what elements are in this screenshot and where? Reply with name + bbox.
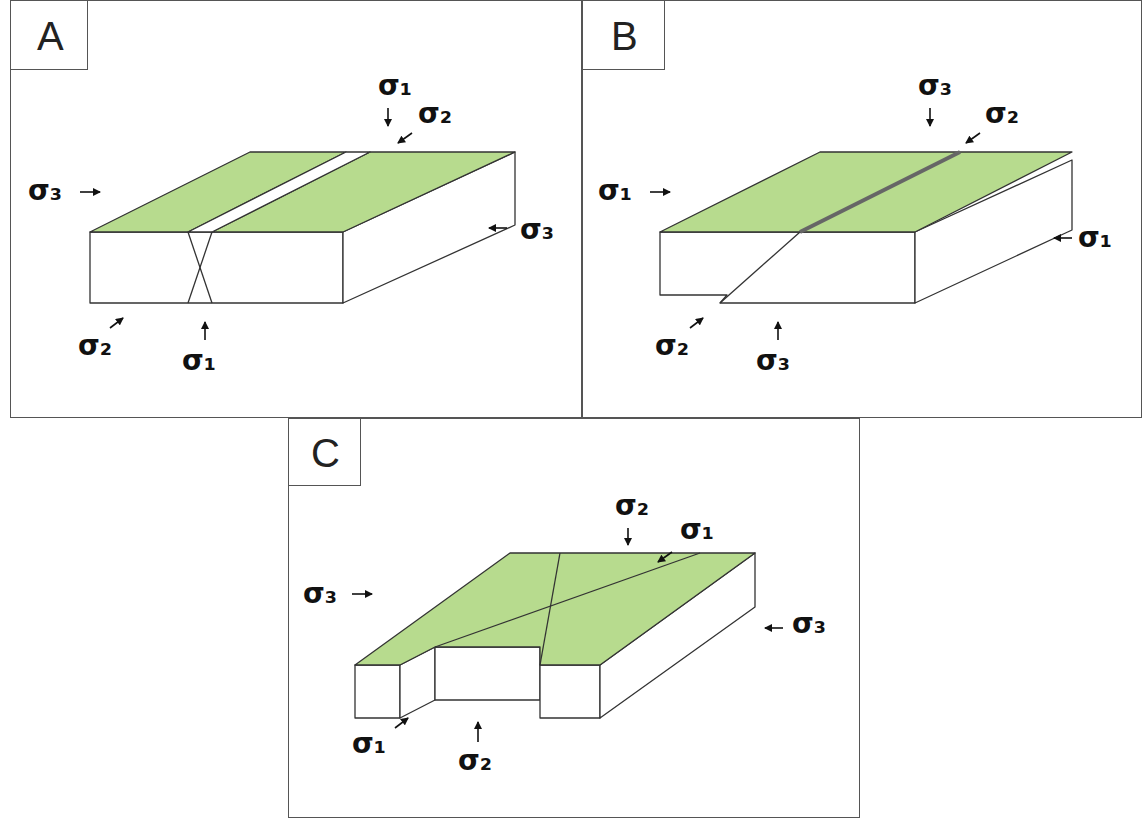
panel-letter-box: B: [582, 0, 665, 70]
panel-letter: C: [311, 433, 360, 473]
stress-label: σ₂: [985, 98, 1019, 130]
stress-label: σ₁: [598, 175, 632, 207]
stress-label: σ₁: [378, 70, 412, 102]
panel-letter: A: [37, 16, 87, 56]
panel-letter-box: C: [288, 418, 361, 486]
stress-label: σ₂: [458, 745, 492, 777]
stress-label: σ₂: [655, 330, 689, 362]
stress-label: σ₃: [28, 175, 62, 207]
stress-label: σ₃: [918, 70, 952, 102]
stress-label: σ₁: [680, 514, 714, 546]
stress-arrows: [80, 108, 1072, 742]
stress-label: σ₃: [756, 345, 790, 377]
strike-slip-block: [355, 553, 755, 718]
panel-letter: B: [611, 16, 664, 56]
stress-label: σ₁: [182, 345, 216, 377]
normal-fault-block: [90, 152, 515, 303]
panel-letter-box: A: [10, 0, 88, 70]
stress-label: σ₂: [418, 98, 452, 130]
stress-label: σ₃: [303, 578, 337, 610]
stress-label: σ₃: [792, 608, 826, 640]
stress-label: σ₃: [520, 214, 554, 246]
stress-label: σ₂: [78, 330, 112, 362]
stress-label: σ₁: [1078, 222, 1112, 254]
stress-label: σ₁: [352, 728, 386, 760]
stress-label: σ₂: [615, 490, 649, 522]
thrust-fault-block: [660, 152, 1072, 303]
